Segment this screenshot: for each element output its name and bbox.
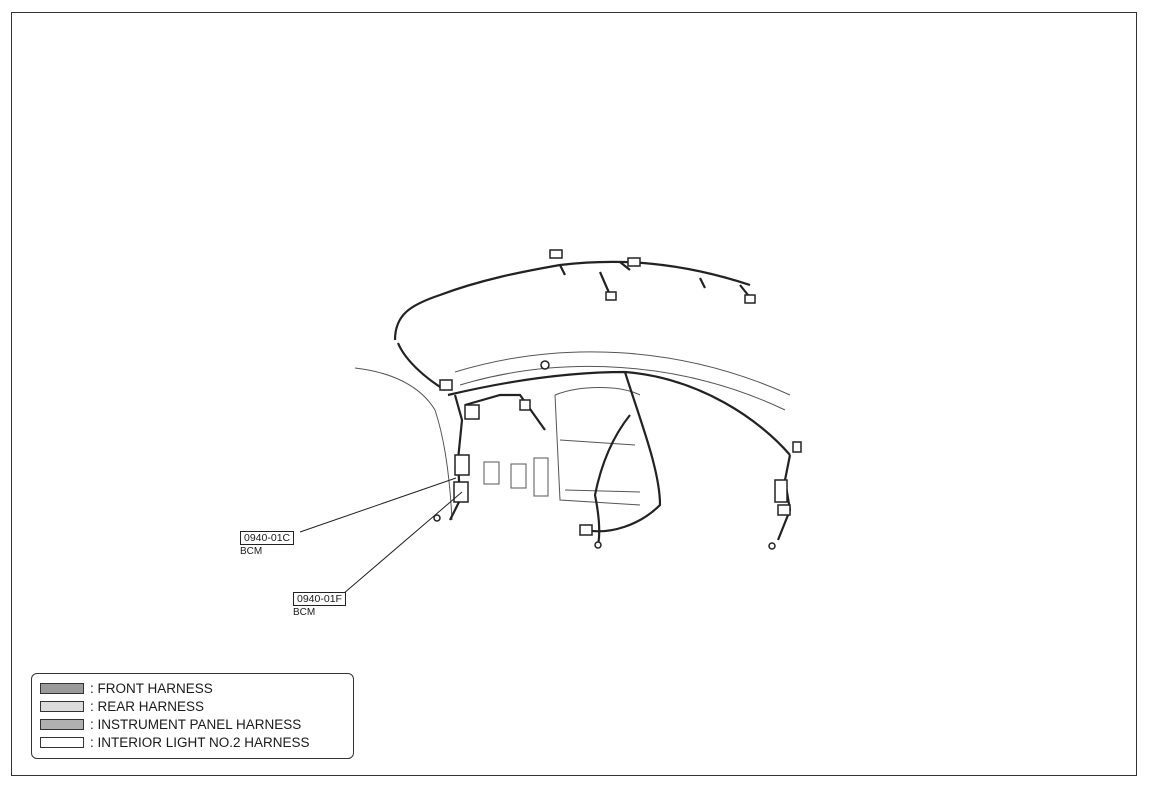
connector-code: 0940-01F [293,592,346,606]
leader-lines [299,477,463,595]
legend-label: : REAR HARNESS [90,698,205,714]
callout-bcm-c: 0940-01C BCM [240,531,295,558]
legend-item-front-harness: : FRONT HARNESS [40,679,345,697]
legend-label: : INTERIOR LIGHT NO.2 HARNESS [90,734,310,750]
legend-item-interior-light-harness: : INTERIOR LIGHT NO.2 HARNESS [40,733,345,751]
diagram-frame [11,12,1137,776]
harness-legend: : FRONT HARNESS : REAR HARNESS : INSTRUM… [31,673,354,759]
legend-swatch [40,682,84,694]
connector-module: BCM [240,546,263,557]
legend-item-rear-harness: : REAR HARNESS [40,697,345,715]
vehicle-outline [354,351,791,521]
connectors [433,249,802,550]
legend-label: : FRONT HARNESS [90,680,213,696]
legend-item-instrument-panel-harness: : INSTRUMENT PANEL HARNESS [40,715,345,733]
connector-code: 0940-01C [240,531,295,545]
legend-swatch [40,736,84,748]
callout-bcm-f: 0940-01F BCM [293,592,346,619]
connector-module: BCM [293,607,316,618]
legend-swatch [40,700,84,712]
legend-swatch [40,718,84,730]
legend-label: : INSTRUMENT PANEL HARNESS [90,716,302,732]
